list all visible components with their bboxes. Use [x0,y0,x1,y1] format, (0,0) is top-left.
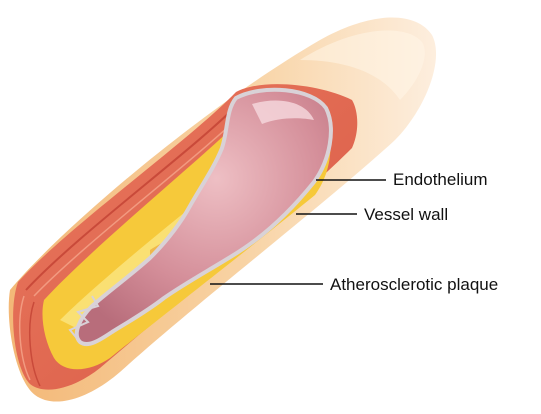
vessel-wall-label: Vessel wall [364,205,448,225]
endothelium-label: Endothelium [393,170,488,190]
atherosclerotic-plaque-label: Atherosclerotic plaque [330,275,498,295]
